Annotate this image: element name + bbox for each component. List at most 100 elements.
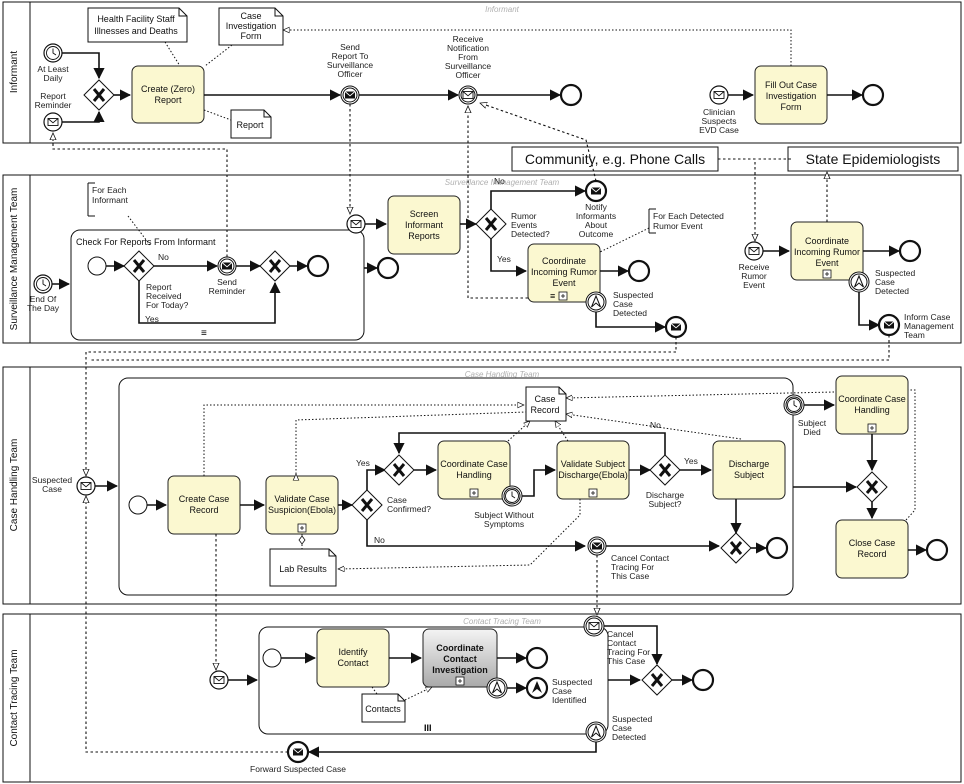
task-coordinate-incoming-rumor-event[interactable]: Coordinate Incoming Rumor Event ≡ [527, 243, 601, 303]
timer-start-event-daily[interactable] [43, 43, 63, 63]
task-create-zero-report[interactable]: Create (Zero) Report [131, 65, 205, 124]
svg-text:Suspected: Suspected [32, 475, 72, 485]
end-event-informant-2[interactable] [861, 83, 885, 107]
data-object-contacts[interactable]: Contacts [361, 693, 406, 723]
boundary-event-suspected-case-detected-3[interactable] [585, 721, 607, 743]
svg-text:End Of: End Of [30, 294, 57, 304]
svg-text:Discharge(Ebola): Discharge(Ebola) [558, 470, 628, 480]
svg-text:Events: Events [511, 220, 537, 230]
end-event-case-handling[interactable] [925, 538, 949, 562]
task-validate-case-suspicion[interactable]: Validate Case Suspicion(Ebola) [265, 475, 339, 535]
message-start-event-surveillance[interactable] [346, 214, 366, 234]
data-object-report[interactable]: Report [230, 109, 272, 139]
svg-text:Report: Report [154, 95, 182, 105]
intermediate-event-cancel-contact-tracing[interactable] [587, 536, 607, 556]
svg-text:Yes: Yes [356, 458, 370, 468]
svg-text:Contact: Contact [443, 654, 477, 664]
pool-contact-tracing: Contact Tracing Team Contact Tracing Tea… [2, 613, 962, 783]
gateway-rumor-events-detected[interactable] [475, 208, 507, 240]
end-event-check-reports[interactable] [306, 254, 330, 278]
end-event-contact-tracing[interactable] [691, 668, 715, 692]
end-event-suspected-case-identified[interactable] [525, 676, 549, 700]
boundary-event-suspected-case-detected-2[interactable] [848, 271, 870, 293]
message-start-event-report-reminder[interactable] [43, 112, 63, 132]
data-object-lab-results[interactable]: Lab Results [269, 548, 337, 587]
start-event-check-reports[interactable] [87, 256, 107, 276]
svg-text:This Case: This Case [611, 571, 650, 581]
gateway-exclusive-informant[interactable] [83, 79, 115, 111]
svg-text:Informants: Informants [576, 211, 616, 221]
message-start-event-suspected-case[interactable] [76, 476, 96, 496]
intermediate-event-send-reminder[interactable] [217, 256, 237, 276]
end-event-message-surveillance[interactable] [664, 315, 688, 339]
lane-label-case-handling: Case Handling Team [9, 439, 20, 532]
task-coordinate-case-handling-2[interactable]: Coordinate Case Handling [835, 375, 909, 435]
gateway-discharge-subject[interactable] [649, 454, 681, 486]
task-screen-informant-reports[interactable]: Screen Informant Reports [387, 195, 461, 255]
svg-text:For Each: For Each [92, 185, 127, 195]
lane-watermark-informant: Informant [485, 5, 520, 14]
svg-text:Record: Record [530, 405, 559, 415]
svg-text:Case: Case [612, 723, 632, 733]
message-start-event-clinician[interactable] [709, 85, 729, 105]
boundary-timer-subject-died[interactable] [783, 394, 805, 416]
svg-text:Cancel Contact: Cancel Contact [611, 553, 670, 563]
end-event-surveillance-1[interactable] [376, 256, 400, 280]
message-start-event-receive-rumor[interactable] [744, 241, 764, 261]
boundary-event-suspected-case-detected[interactable] [585, 291, 607, 313]
end-event-contact-investigation[interactable] [525, 646, 549, 670]
end-event-informant-1[interactable] [559, 83, 583, 107]
gateway-merge-end[interactable] [720, 532, 752, 564]
gateway-merge-handling[interactable] [383, 454, 415, 486]
svg-text:Coordinate: Coordinate [436, 643, 484, 653]
end-event-case-inner[interactable] [765, 536, 789, 560]
gateway-merge-check[interactable] [259, 250, 291, 282]
end-event-forward-suspected-case[interactable] [286, 740, 310, 764]
svg-text:Informant: Informant [92, 195, 129, 205]
data-object-case-investigation-form[interactable]: Case Investigation Form [218, 7, 284, 46]
lane-label-informant: Informant [9, 51, 20, 93]
message-start-event-contact-tracing[interactable] [209, 670, 229, 690]
svg-text:Validate Case: Validate Case [274, 494, 329, 504]
boundary-escalation-contact[interactable] [486, 677, 508, 699]
task-validate-subject-discharge[interactable]: Validate Subject Discharge(Ebola) [556, 440, 630, 500]
data-object-staff-illness[interactable]: Health Facility Staff Illnesses and Deat… [87, 7, 188, 43]
task-discharge-subject[interactable]: Discharge Subject [712, 440, 786, 500]
task-coordinate-case-handling[interactable]: Coordinate Case Handling [437, 440, 511, 500]
end-event-rumor-2[interactable] [898, 239, 922, 263]
svg-text:About: About [585, 220, 608, 230]
boundary-event-cancel-contact-tracing[interactable] [583, 615, 605, 637]
intermediate-event-receive-notification[interactable] [458, 85, 478, 105]
end-event-notify-informants[interactable] [584, 179, 608, 203]
svg-text:At Least: At Least [37, 64, 69, 74]
svg-text:Discharge: Discharge [729, 459, 770, 469]
task-coordinate-incoming-rumor-event-2[interactable]: Coordinate Incoming Rumor Event [790, 221, 864, 281]
svg-text:Confirmed?: Confirmed? [387, 504, 431, 514]
participant-community[interactable]: Community, e.g. Phone Calls [511, 146, 719, 172]
end-event-inform-case-management[interactable] [877, 313, 901, 337]
task-create-case-record[interactable]: Create Case Record [167, 475, 241, 535]
svg-text:Rumor: Rumor [511, 211, 537, 221]
task-identify-contact[interactable]: Identify Contact [316, 628, 390, 688]
timer-start-event-end-of-day[interactable] [33, 274, 53, 294]
svg-text:Yes: Yes [497, 254, 511, 264]
svg-text:Coordinate: Coordinate [542, 256, 586, 266]
intermediate-event-send-report[interactable] [340, 85, 360, 105]
boundary-timer-subject-without-symptoms[interactable] [501, 485, 523, 507]
gateway-merge-contact[interactable] [641, 664, 673, 696]
svg-text:Record: Record [189, 505, 218, 515]
task-close-case-record[interactable]: Close Case Record [835, 519, 909, 579]
task-fill-out-case-investigation-form[interactable]: Fill Out Case Investigation Form [754, 65, 828, 125]
svg-text:No: No [650, 420, 661, 430]
svg-text:Daily: Daily [44, 73, 64, 83]
participant-state-epidemiologists[interactable]: State Epidemiologists [787, 146, 959, 172]
svg-text:Inform Case: Inform Case [904, 312, 951, 322]
svg-text:Coordinate Case: Coordinate Case [440, 459, 508, 469]
start-event-contact-tracing[interactable] [262, 648, 282, 668]
start-event-case-handling[interactable] [128, 495, 148, 515]
task-coordinate-contact-investigation[interactable]: Coordinate Contact Investigation [422, 628, 498, 688]
data-object-case-record[interactable]: Case Record [525, 386, 567, 422]
end-event-rumor-coordination[interactable] [627, 259, 651, 283]
gateway-merge-close[interactable] [856, 471, 888, 503]
svg-text:Informant: Informant [405, 220, 444, 230]
